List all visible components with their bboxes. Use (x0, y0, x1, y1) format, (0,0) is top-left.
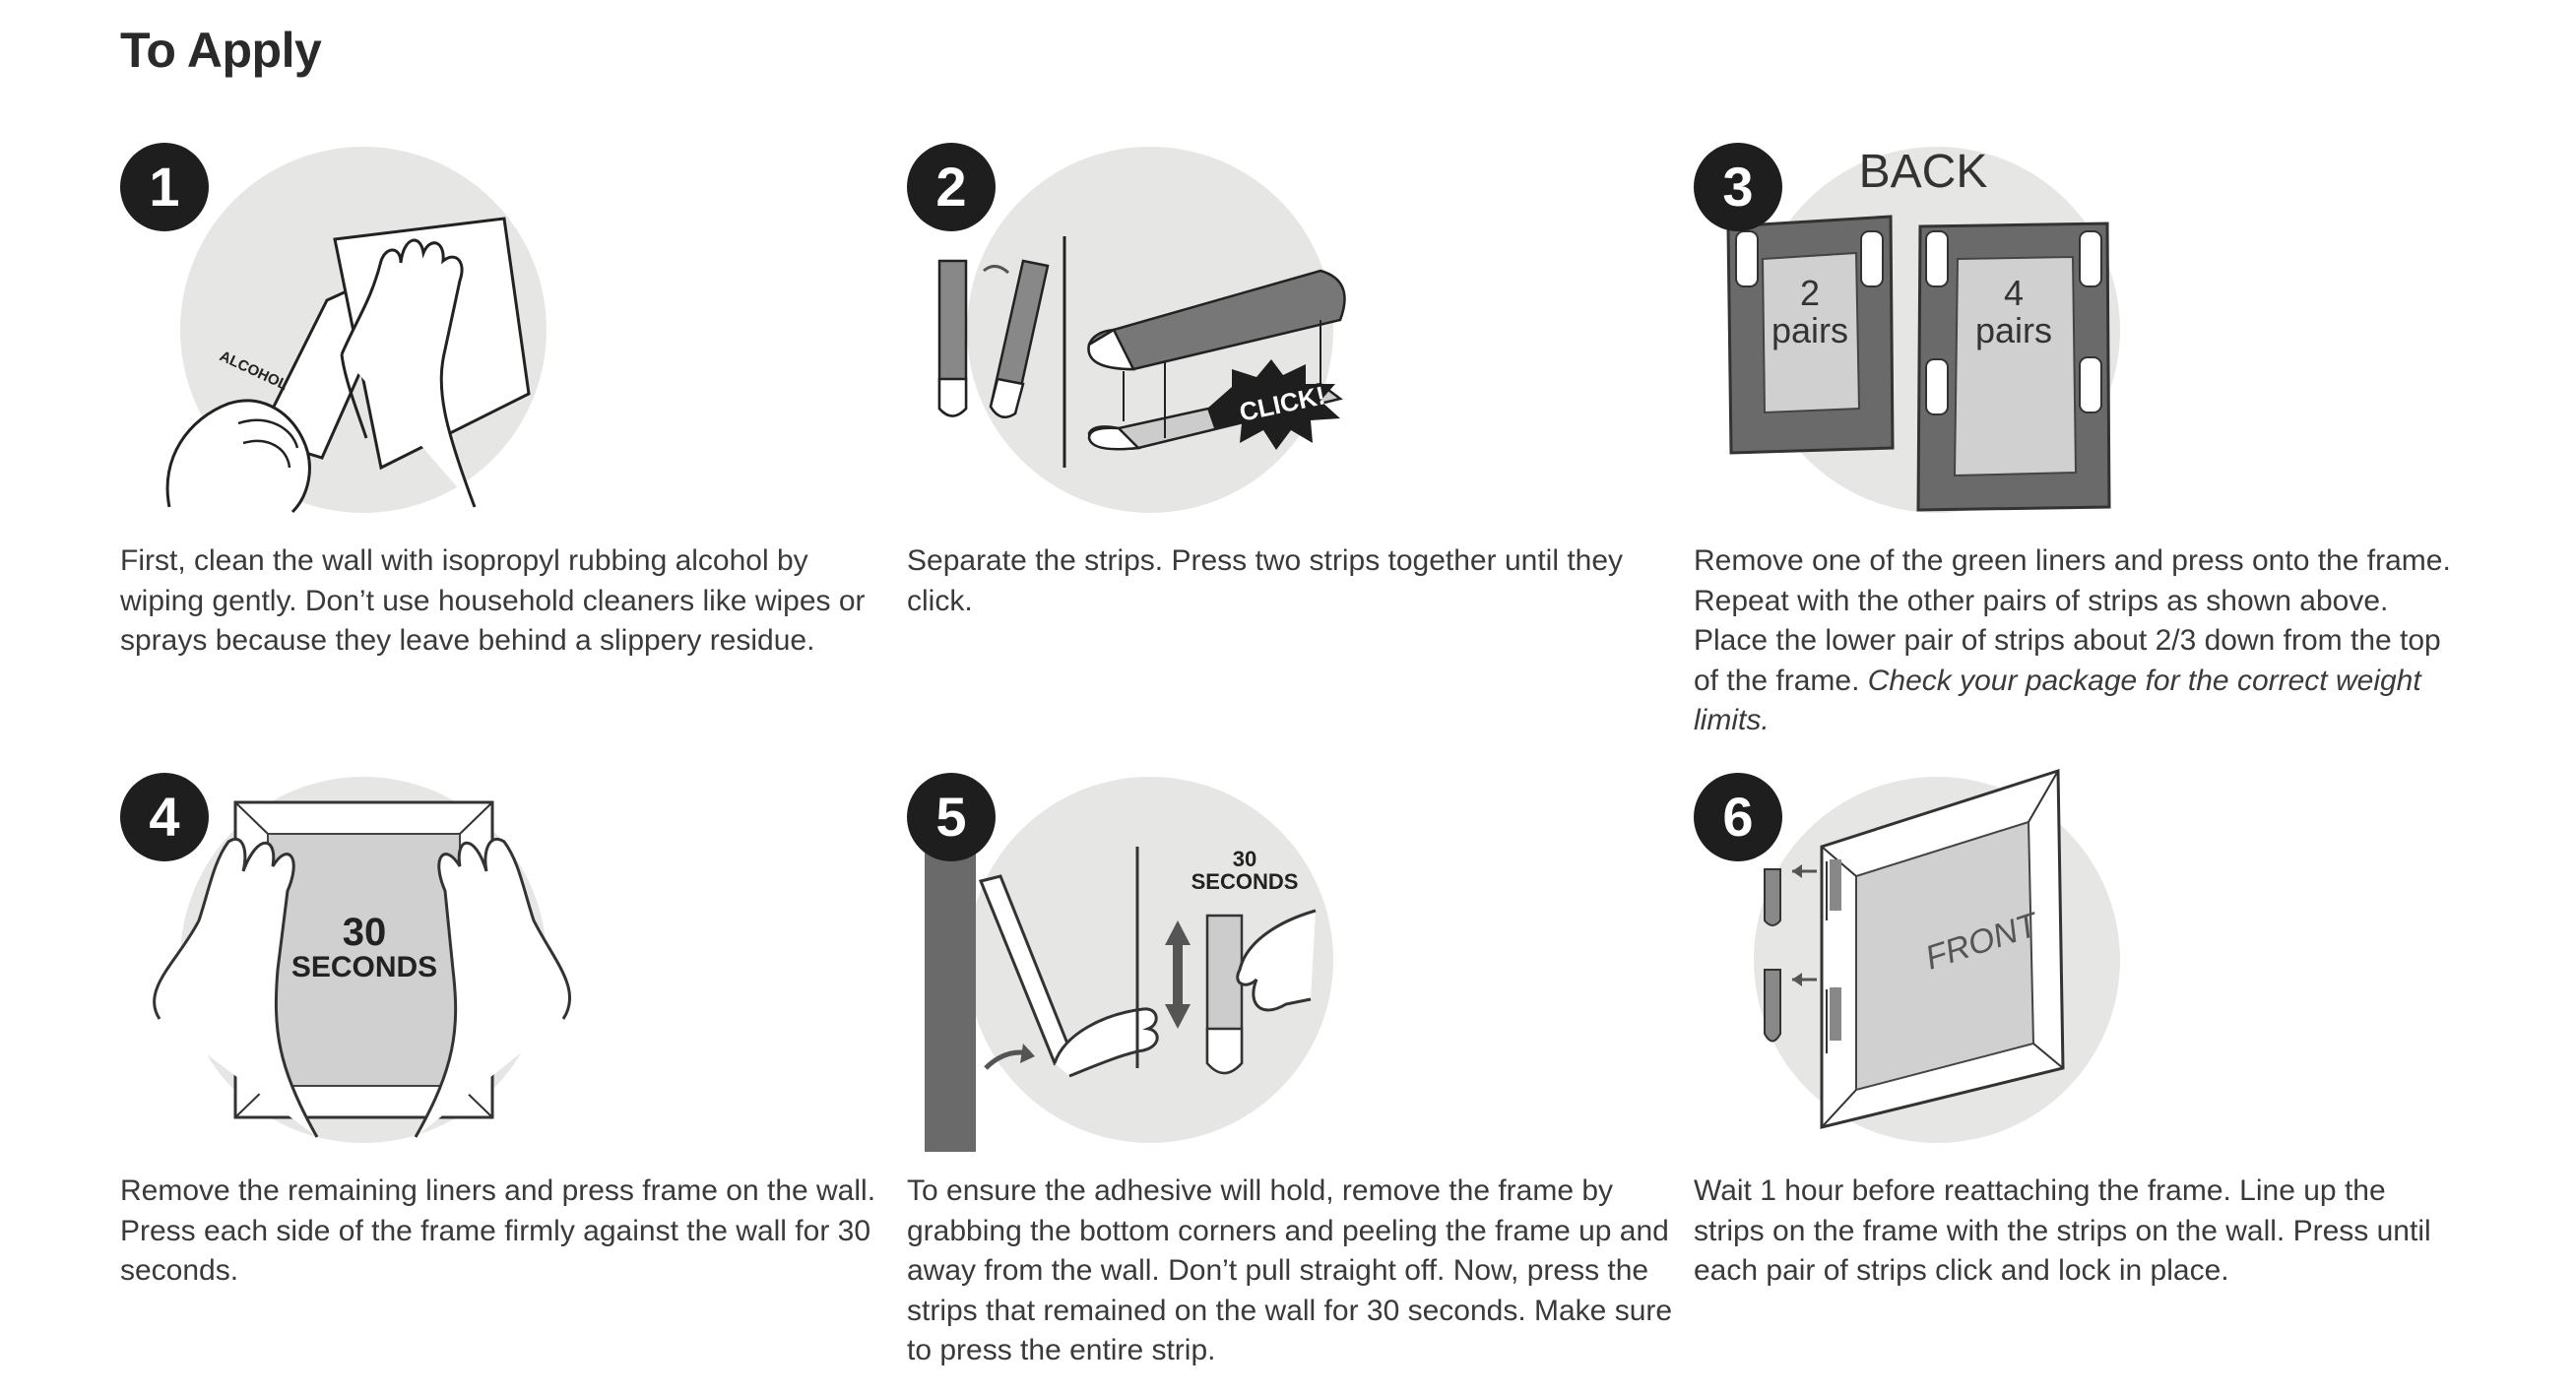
back-heading: BACK (1859, 146, 1988, 198)
seconds-label: SECONDS (1191, 869, 1299, 894)
step-2-illustration: CLICK! 2 (907, 143, 1675, 537)
step-description: Separate the strips. Press two strips to… (907, 544, 1624, 617)
seconds-number: 30 (343, 911, 387, 954)
step-badge: 6 (1694, 773, 1782, 861)
step-description-text: Remove one of the green liners and press… (1694, 544, 2451, 697)
step-number: 5 (935, 786, 966, 848)
step-number: 1 (149, 156, 179, 218)
peel-frame-icon (925, 827, 1159, 1152)
step-description: To ensure the adhesive will hold, remove… (907, 1174, 1673, 1366)
reattach-frame-icon: FRONT (1764, 768, 2065, 1129)
page-title: To Apply (120, 23, 322, 78)
seconds-label: SECONDS (291, 951, 437, 983)
step-number: 3 (1722, 156, 1753, 218)
seconds-number: 30 (1233, 847, 1256, 871)
step-3-illustration: BACK 2 pairs 4 pairs 3 (1694, 143, 2462, 537)
large-frame-count: 4 (2004, 273, 2024, 313)
step-5: 30 SECONDS 5 To ensure the adhesive will… (907, 773, 1675, 1366)
cloth-wipe-icon (333, 217, 531, 508)
step-6-illustration: FRONT 6 (1694, 768, 2462, 1167)
hands-pressing-frame-icon: 30 SECONDS (153, 800, 572, 1138)
step-badge: 4 (120, 773, 209, 861)
small-frame-count: 2 (1800, 273, 1820, 313)
step-1: ALCOHOL 1 First, clean the wall with iso… (120, 143, 888, 657)
small-frame-unit: pairs (1771, 310, 1848, 350)
press-strip-icon: 30 SECONDS (1165, 847, 1317, 1075)
step-number: 4 (149, 786, 179, 848)
step-3: BACK 2 pairs 4 pairs 3 (1694, 143, 2462, 736)
frame-back-icon: 2 pairs 4 pairs (1726, 215, 2111, 512)
large-frame-unit: pairs (1975, 310, 2052, 350)
step-badge: 2 (907, 143, 996, 231)
step-1-illustration: ALCOHOL 1 (120, 143, 888, 537)
step-description: Remove the remaining liners and press fr… (120, 1174, 876, 1287)
step-description: First, clean the wall with isopropyl rub… (120, 544, 866, 657)
click-burst-icon: CLICK! (1207, 359, 1340, 450)
step-2: CLICK! 2 Separate the strips. Press two … (907, 143, 1675, 617)
step-4-illustration: 30 SECONDS 4 (120, 773, 888, 1167)
step-badge: 1 (120, 143, 209, 231)
step-number: 6 (1722, 786, 1753, 848)
step-badge: 3 (1694, 143, 1782, 231)
step-5-illustration: 30 SECONDS 5 (907, 773, 1675, 1167)
step-6: FRONT 6 Wait 1 hour before reattaching t… (1694, 768, 2462, 1287)
step-description: Wait 1 hour before reattaching the frame… (1694, 1174, 2431, 1287)
weight-limit-note: Check your package for the correct weigh… (1694, 664, 2421, 737)
step-badge: 5 (907, 773, 996, 861)
step-description: Remove one of the green liners and press… (1694, 541, 2462, 741)
step-4: 30 SECONDS 4 Remove the remaining liners… (120, 773, 888, 1287)
step-number: 2 (935, 156, 966, 218)
